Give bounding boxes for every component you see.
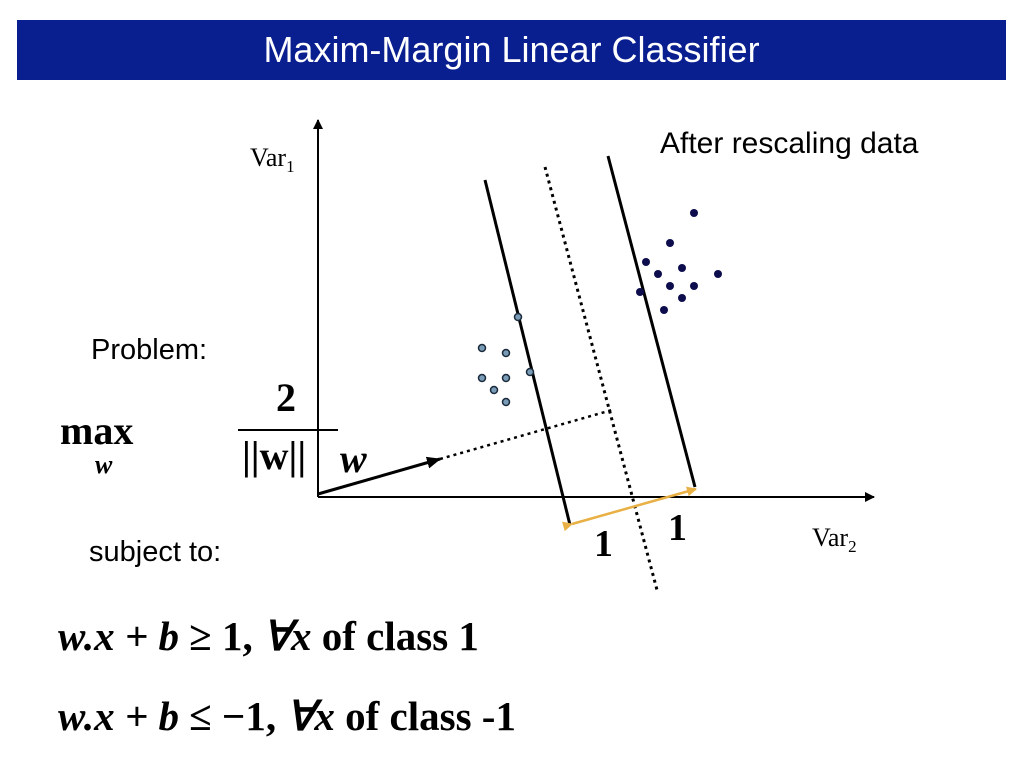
- data-point: [636, 288, 644, 296]
- objective-function: max w 2 ||w||: [60, 372, 338, 492]
- data-point: [666, 282, 674, 290]
- margin-label-right: 1: [668, 507, 687, 549]
- weight-vector-arrow: [317, 456, 441, 496]
- data-point: [477, 373, 487, 383]
- constraint-tail: of class -1: [345, 693, 516, 739]
- normal-projection-dotted: [439, 408, 613, 461]
- margin-line-left: [483, 179, 572, 526]
- y-axis-label: Var1: [250, 143, 295, 176]
- subject-to-label: subject to:: [89, 536, 222, 568]
- data-point: [678, 264, 686, 272]
- fraction-numerator: 2: [276, 375, 296, 420]
- data-point: [666, 239, 674, 247]
- constraint-quantifier: ∀x: [286, 693, 335, 739]
- fraction-denominator: ||w||: [242, 433, 307, 478]
- constraint-quantifier: ∀x: [262, 613, 312, 659]
- data-point: [489, 385, 499, 395]
- problem-label: Problem:: [91, 334, 208, 366]
- x-axis-label: Var2: [812, 523, 857, 556]
- data-point: [525, 367, 535, 377]
- weight-vector-label: w: [340, 436, 367, 481]
- constraint-lhs: w.x + b: [58, 693, 179, 739]
- slide-title: Maxim-Margin Linear Classifier: [263, 29, 760, 70]
- data-point: [513, 312, 523, 322]
- constraint-rhs: −1,: [221, 693, 277, 739]
- data-point: [642, 258, 650, 266]
- margin-line-right: [606, 155, 697, 488]
- data-point: [654, 270, 662, 278]
- constraint-relation: ≤: [189, 693, 212, 739]
- rescaling-annotation: After rescaling data: [660, 127, 919, 160]
- data-point: [714, 270, 722, 278]
- title-bar: Maxim-Margin Linear Classifier: [17, 20, 1006, 80]
- data-point: [501, 397, 511, 407]
- constraint-tail: of class 1: [321, 613, 479, 659]
- constraint-class-1: w.x + b ≥ 1, ∀x of class 1: [58, 612, 479, 660]
- max-subscript: w: [95, 450, 113, 479]
- constraint-class-neg-1: w.x + b ≤ −1, ∀x of class -1: [58, 692, 516, 740]
- margin-label-left: 1: [594, 523, 613, 565]
- data-point: [501, 348, 511, 358]
- class-neg-points: [477, 312, 535, 407]
- constraint-relation: ≥: [189, 613, 212, 659]
- data-point: [660, 306, 668, 314]
- class-pos-points: [636, 209, 722, 314]
- data-point: [477, 343, 487, 353]
- data-point: [501, 373, 511, 383]
- data-point: [690, 209, 698, 217]
- fraction-bar: [238, 429, 338, 431]
- data-point: [690, 282, 698, 290]
- margin-width-arrow: [561, 486, 697, 532]
- constraint-rhs: 1,: [221, 613, 253, 659]
- data-point: [678, 294, 686, 302]
- max-operator: max: [60, 408, 134, 453]
- constraint-lhs: w.x + b: [58, 613, 179, 659]
